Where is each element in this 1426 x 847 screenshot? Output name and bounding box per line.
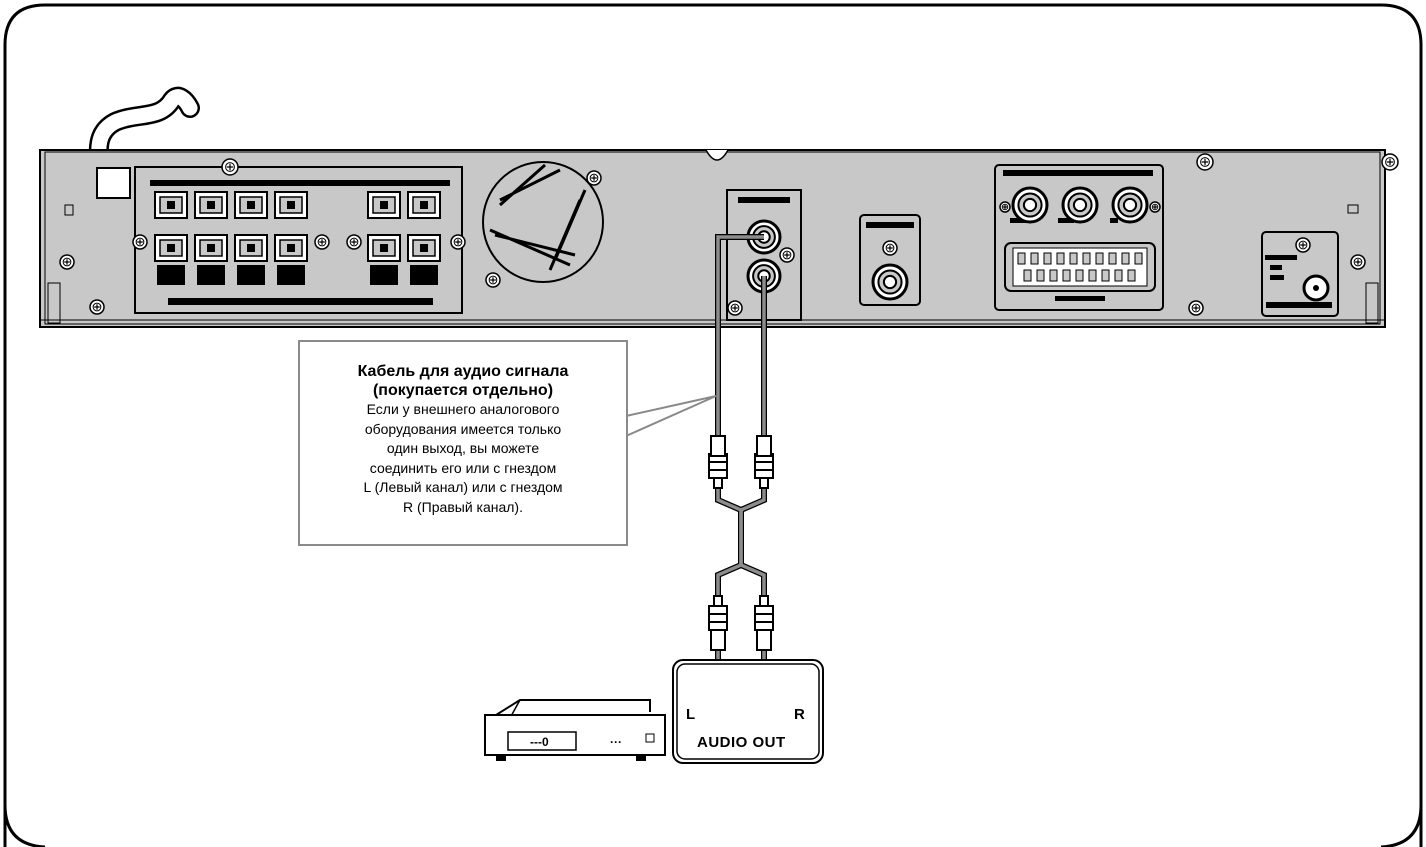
- rca-plug-icon: [754, 435, 774, 489]
- callout-title-line1: Кабель для аудио сигнала: [357, 363, 569, 380]
- speaker-terminal-block: [134, 166, 463, 314]
- screw-icon: [1381, 153, 1399, 171]
- callout-pointer: [625, 395, 717, 437]
- rca-jack-icon: [1111, 186, 1149, 224]
- speaker-terminal-icon: [407, 234, 441, 262]
- screw-icon: [132, 234, 148, 250]
- callout-desc-line: L (Левый канал) или с гнездом: [363, 479, 563, 495]
- rca-jack-icon: [1011, 186, 1049, 224]
- screw-icon: [1149, 201, 1161, 213]
- diagram-frame: [3, 3, 1423, 847]
- scart-connector-icon: [1017, 252, 1143, 282]
- fan-vent-icon: [482, 161, 604, 283]
- screw-icon: [586, 170, 602, 186]
- callout-title-line2: (покупается отдельно): [372, 382, 554, 399]
- rca-jack-icon: [871, 263, 909, 301]
- callout-desc-line: Если у внешнего аналогового: [366, 401, 560, 417]
- speaker-terminal-icon: [194, 234, 228, 262]
- callout-desc-line: один выход, вы можете: [386, 440, 540, 456]
- screw-icon: [89, 299, 105, 315]
- screw-icon: [1350, 254, 1366, 270]
- rca-plug-icon: [708, 435, 728, 489]
- jack-left-label: L: [686, 706, 696, 723]
- speaker-terminal-icon: [234, 191, 268, 219]
- screw-icon: [221, 158, 239, 176]
- screw-icon: [727, 300, 743, 316]
- antenna-block: [1261, 231, 1339, 317]
- callout-desc-line: оборудования имеется только: [364, 420, 562, 437]
- screw-icon: [779, 247, 795, 263]
- jack-right-label: R: [794, 706, 805, 723]
- screw-icon: [59, 254, 75, 270]
- speaker-terminal-icon: [234, 234, 268, 262]
- svg-text:---0: ---0: [530, 735, 549, 749]
- audio-device-icon: ---0 ···: [484, 699, 666, 761]
- speaker-terminal-icon: [154, 234, 188, 262]
- rca-jack-icon: [1061, 186, 1099, 224]
- rca-plug-icon: [754, 595, 774, 651]
- speaker-terminal-icon: [274, 234, 308, 262]
- screw-icon: [346, 234, 362, 250]
- screw-icon: [1196, 153, 1214, 171]
- speaker-terminal-icon: [407, 191, 441, 219]
- speaker-terminal-icon: [194, 191, 228, 219]
- cable-callout: Кабель для аудио сигнала (покупается отд…: [298, 340, 628, 546]
- callout-desc-line: соединить его или с гнездом: [369, 459, 557, 476]
- callout-desc-line: R (Правый канал).: [403, 498, 523, 515]
- audio-out-panel: [672, 659, 824, 764]
- screw-icon: [882, 240, 898, 256]
- audio-out-label: AUDIO OUT: [697, 734, 786, 751]
- screw-icon: [314, 234, 330, 250]
- screw-icon: [1295, 237, 1311, 253]
- screw-icon: [999, 201, 1011, 213]
- screw-icon: [485, 272, 501, 288]
- rca-plug-icon: [708, 595, 728, 651]
- svg-text:···: ···: [610, 735, 622, 749]
- screw-icon: [450, 234, 466, 250]
- screw-icon: [1188, 300, 1204, 316]
- speaker-terminal-icon: [367, 191, 401, 219]
- speaker-terminal-icon: [154, 191, 188, 219]
- speaker-terminal-icon: [274, 191, 308, 219]
- speaker-terminal-icon: [367, 234, 401, 262]
